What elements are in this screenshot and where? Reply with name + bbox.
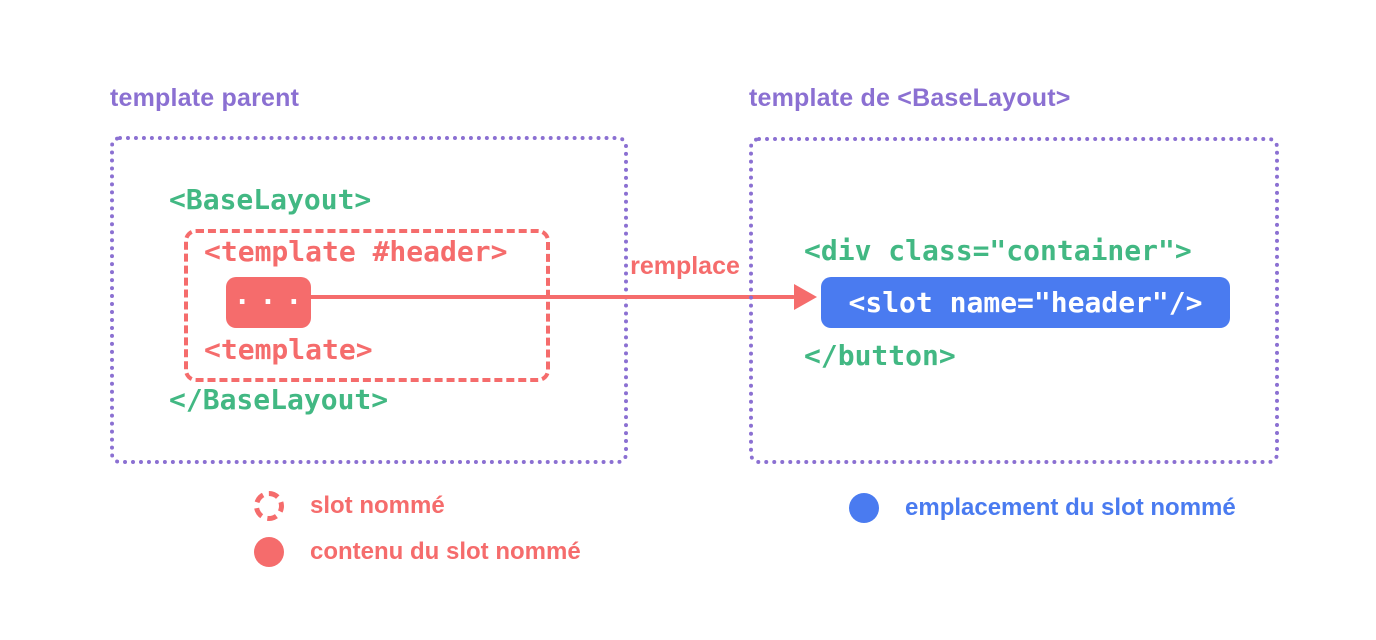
slot-content-box: ...	[226, 277, 311, 328]
legend-item-named-slot: slot nommé	[254, 491, 581, 521]
slot-tag: <slot name="header"/>	[848, 286, 1203, 319]
dashed-red-circle-icon	[254, 491, 284, 521]
legend-right: emplacement du slot nommé	[849, 493, 1236, 523]
template-header-open-tag: <template #header>	[204, 235, 508, 268]
solid-blue-circle-icon	[849, 493, 879, 523]
right-panel-box: <div class="container"> <slot name="head…	[749, 137, 1279, 464]
arrow-label: remplace	[630, 252, 740, 280]
legend-item-slot-placement: emplacement du slot nommé	[849, 493, 1236, 523]
right-panel-title: template de <BaseLayout>	[749, 84, 1071, 112]
template-close-tag: <template>	[204, 333, 373, 366]
legend-label: emplacement du slot nommé	[905, 494, 1236, 521]
left-panel-box: <BaseLayout> <template #header> ... <tem…	[110, 136, 628, 464]
baselayout-open-tag: <BaseLayout>	[169, 183, 372, 216]
ellipsis-placeholder: ...	[233, 277, 312, 311]
legend-item-slot-content: contenu du slot nommé	[254, 537, 581, 567]
button-close-tag: </button>	[804, 339, 956, 372]
legend-label: contenu du slot nommé	[310, 538, 581, 565]
left-panel-title: template parent	[110, 84, 300, 112]
slot-placement-box: <slot name="header"/>	[821, 277, 1230, 328]
legend-left: slot nommé contenu du slot nommé	[254, 491, 581, 567]
baselayout-close-tag: </BaseLayout>	[169, 383, 389, 416]
named-slot-dashed-box	[184, 229, 550, 382]
solid-red-circle-icon	[254, 537, 284, 567]
arrow-head-icon	[794, 284, 817, 310]
arrow-line	[307, 295, 795, 299]
div-container-open-tag: <div class="container">	[804, 234, 1192, 267]
legend-label: slot nommé	[310, 492, 445, 519]
